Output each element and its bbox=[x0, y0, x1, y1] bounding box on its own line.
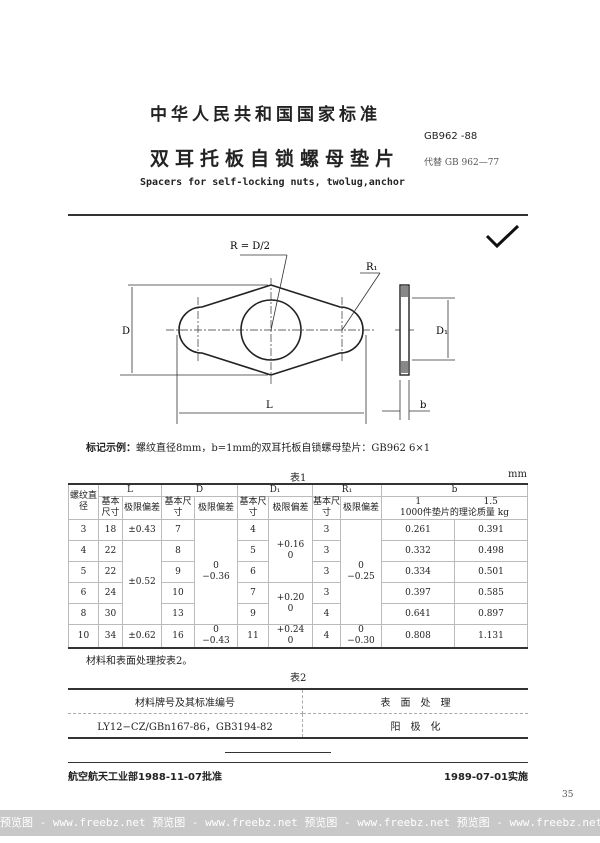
page-title: 双耳托板自锁螺母垫片 bbox=[150, 148, 401, 170]
header-rule bbox=[68, 214, 528, 216]
marking-example: 标记示例：螺纹直径8mm，b=1mm的双耳托板自锁螺母垫片：GB962 6×1 bbox=[86, 443, 431, 454]
b-label: b bbox=[420, 400, 426, 411]
table2-caption: 表2 bbox=[290, 673, 307, 684]
dimensions-table: 螺纹直径 L D D₁ R₁ b 基本尺寸极限偏差 基本尺寸极限偏差 基本尺寸极… bbox=[68, 483, 529, 649]
page-number: 35 bbox=[562, 790, 574, 800]
technical-drawing: R = D/2 R₁ D D₁ L b bbox=[120, 224, 520, 424]
footer-rule bbox=[68, 762, 528, 763]
end-rule bbox=[225, 752, 331, 753]
english-title: Spacers for self-locking nuts, twolug,an… bbox=[140, 177, 405, 188]
r1-label: R₁ bbox=[366, 262, 378, 273]
material-table: 材料牌号及其标准编号表 面 处 理 LY12−CZ/GBn167-86，GB31… bbox=[68, 688, 528, 739]
watermark-band: 预览图 - www.freebz.net 预览图 - www.freebz.ne… bbox=[0, 810, 600, 836]
table1-unit: mm bbox=[508, 469, 527, 480]
tables-section: 表1 mm 螺纹直径 L D D₁ R₁ b 基本尺寸极限偏差 基本尺寸极限偏差… bbox=[68, 467, 529, 739]
d1-label: D₁ bbox=[436, 326, 448, 337]
l-label: L bbox=[266, 400, 273, 411]
dimension-lines bbox=[120, 254, 455, 424]
issuer: 中华人民共和国国家标准 bbox=[150, 105, 381, 125]
standard-code: GB962 -88 bbox=[424, 131, 478, 142]
roughness-check-icon bbox=[485, 224, 520, 249]
side-view bbox=[399, 284, 410, 376]
table1-caption: 表1 bbox=[290, 473, 307, 484]
effective-date: 1989-07-01实施 bbox=[444, 772, 528, 783]
material-note: 材料和表面处理按表2。 bbox=[86, 656, 193, 667]
approval-date: 航空航天工业部1988-11-07批准 bbox=[68, 772, 222, 783]
radius-label: R = D/2 bbox=[230, 241, 270, 252]
d-label: D bbox=[122, 326, 130, 337]
replaces-code: 代替 GB 962—77 bbox=[424, 158, 500, 168]
